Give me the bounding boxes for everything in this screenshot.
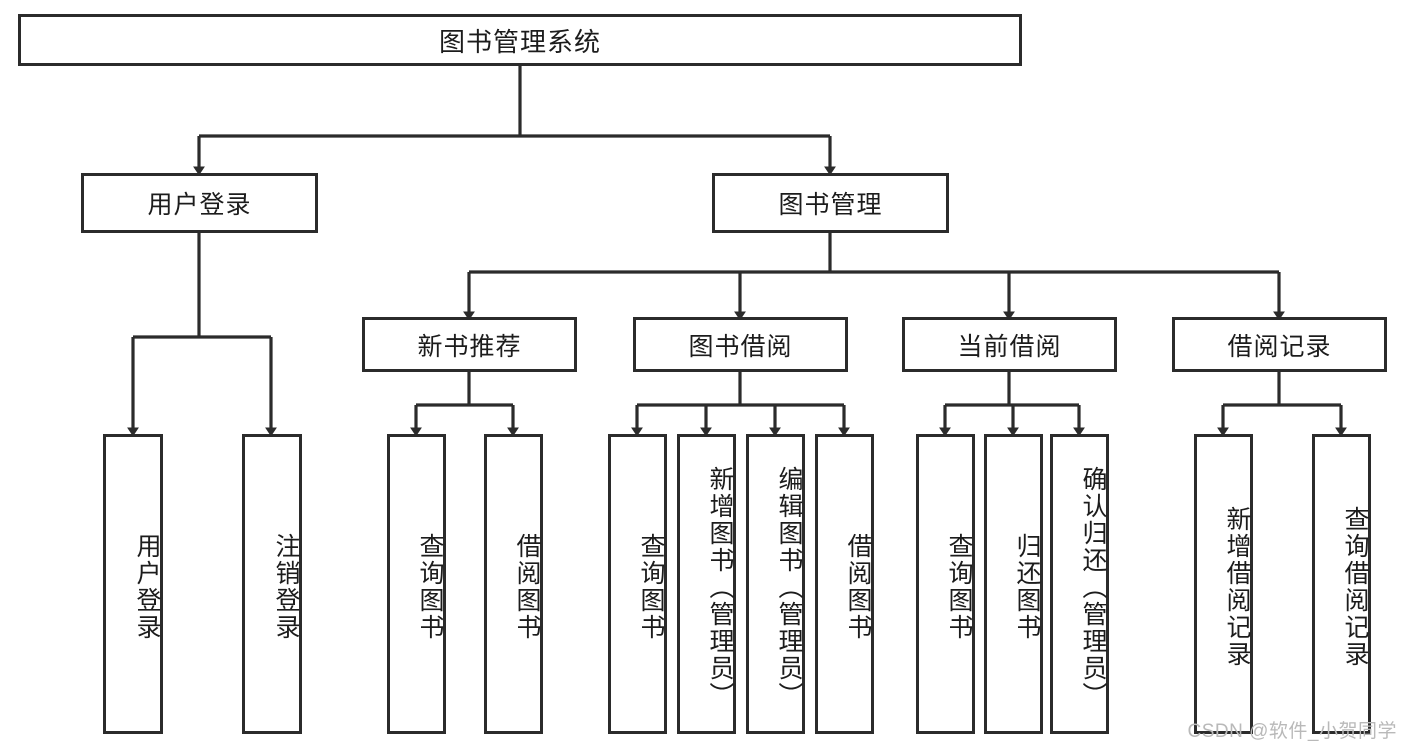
node-label: 查询图书 <box>416 533 444 641</box>
leaf-node-borrow-book[interactable]: 借阅图书 <box>815 434 874 734</box>
leaf-node-logout-login[interactable]: 注销登录 <box>242 434 302 734</box>
leaf-node-user-login[interactable]: 用户登录 <box>103 434 163 734</box>
leaf-node-add-borrow-record[interactable]: 新增借阅记录 <box>1194 434 1253 734</box>
node-label: 注销登录 <box>272 533 300 641</box>
node-label: 当前借阅 <box>957 332 1062 361</box>
node-label: 查询图书 <box>945 533 973 641</box>
node-label: 借阅图书 <box>844 533 872 641</box>
node-label: 用户登录 <box>147 191 252 219</box>
node-label: 图书借阅 <box>688 332 793 361</box>
node-label: 借阅记录 <box>1227 332 1332 361</box>
node-label: 归还图书 <box>1013 533 1041 641</box>
leaf-node-query-book-borrow[interactable]: 查询图书 <box>608 434 667 734</box>
node-label: 查询图书 <box>637 533 665 641</box>
leaf-node-query-book-recommend[interactable]: 查询图书 <box>387 434 446 734</box>
node-label: 新书推荐 <box>417 332 522 361</box>
leaf-node-edit-book-admin[interactable]: 编辑图书（管理员） <box>746 434 805 734</box>
node-current-borrow[interactable]: 当前借阅 <box>902 317 1117 372</box>
node-label: 查询借阅记录 <box>1341 506 1369 668</box>
node-user-login[interactable]: 用户登录 <box>81 173 318 233</box>
node-label: 图书管理 <box>778 191 883 219</box>
node-book-management[interactable]: 图书管理 <box>712 173 949 233</box>
node-label: 编辑图书（管理员） <box>775 465 803 709</box>
node-label: 用户登录 <box>133 533 161 641</box>
node-book-borrow[interactable]: 图书借阅 <box>633 317 848 372</box>
leaf-node-query-borrow-record[interactable]: 查询借阅记录 <box>1312 434 1371 734</box>
node-borrow-record[interactable]: 借阅记录 <box>1172 317 1387 372</box>
leaf-node-add-book-admin[interactable]: 新增图书（管理员） <box>677 434 736 734</box>
leaf-node-borrow-book-recommend[interactable]: 借阅图书 <box>484 434 543 734</box>
node-label: 确认归还（管理员） <box>1079 465 1107 709</box>
csdn-watermark: CSDN @软件_小贺同学 <box>1187 721 1397 742</box>
leaf-node-return-book[interactable]: 归还图书 <box>984 434 1043 734</box>
node-label: 图书管理系统 <box>438 26 601 57</box>
leaf-node-confirm-return-admin[interactable]: 确认归还（管理员） <box>1050 434 1109 734</box>
leaf-node-query-book-current[interactable]: 查询图书 <box>916 434 975 734</box>
node-label: 新增图书（管理员） <box>706 465 734 709</box>
node-new-book-recommend[interactable]: 新书推荐 <box>362 317 577 372</box>
node-label: 借阅图书 <box>513 533 541 641</box>
node-label: 新增借阅记录 <box>1223 506 1251 668</box>
node-book-management-system[interactable]: 图书管理系统 <box>18 14 1022 66</box>
